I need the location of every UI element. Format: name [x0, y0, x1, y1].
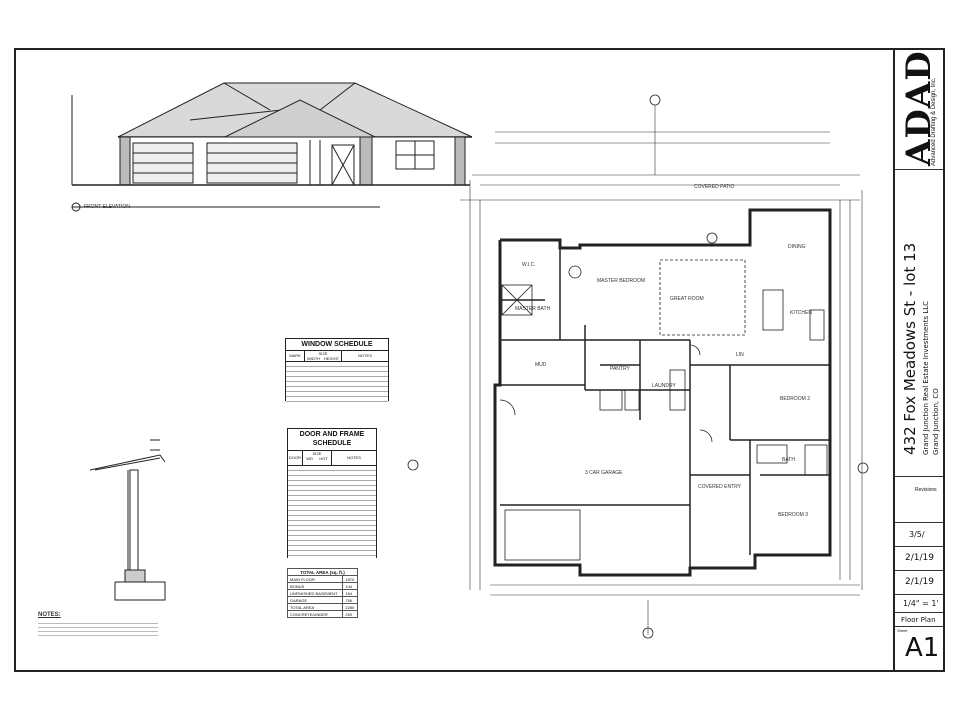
- window-schedule-title: WINDOW SCHEDULE: [286, 339, 388, 351]
- drawing-sheet-border: [14, 48, 945, 672]
- door-schedule-subheader-wd: WD: [306, 456, 313, 461]
- date-1: 3/5/: [909, 530, 925, 539]
- area-row-value: 756: [342, 596, 358, 604]
- sheet-number: A1: [905, 633, 940, 663]
- area-row-label: BONUS: [286, 582, 344, 590]
- window-schedule-header-notes: NOTES: [358, 353, 372, 358]
- title-block-logo-cell: ADAD Advanced Drafting & Design, Inc.: [895, 50, 943, 170]
- door-schedule-header-notes: NOTES: [347, 455, 361, 460]
- room-label-wic: W.I.C.: [522, 262, 536, 268]
- firm-name: Advanced Drafting & Design, Inc.: [931, 77, 937, 166]
- title-block-sheet-number-cell: Sheet A1: [895, 627, 943, 670]
- title-block-scale-cell: 1/4" = 1': [895, 595, 943, 613]
- wall-section-detail: [89, 439, 166, 601]
- title-block-sheet-name-cell: Floor Plan: [895, 613, 943, 627]
- room-label-linen: LIN: [736, 352, 744, 358]
- room-label-covered-patio: COVERED PATIO: [694, 184, 735, 190]
- door-schedule-title: DOOR AND FRAME SCHEDULE: [288, 429, 376, 451]
- front-elevation-drawing: [71, 82, 473, 212]
- window-schedule-subheader-height: HEIGHT: [323, 356, 340, 361]
- window-schedule-rows: [286, 362, 388, 402]
- window-schedule-header-size: SIZE WIDTH HEIGHT: [305, 351, 342, 361]
- date-3: 2/1/19: [905, 577, 934, 587]
- window-schedule-table: WINDOW SCHEDULE MARK SIZE WIDTH HEIGHT N…: [285, 338, 389, 402]
- room-label-garage: 3 CAR GARAGE: [585, 470, 623, 476]
- room-label-dining: DINING: [788, 244, 806, 250]
- project-location: Grand Junction, CO: [932, 388, 940, 455]
- sheet-label: Sheet: [897, 628, 908, 633]
- room-label-great-room: GREAT ROOM: [670, 296, 704, 302]
- area-row-value: 164: [342, 589, 358, 597]
- area-row-value: 2280: [342, 603, 358, 611]
- area-row-value: 144: [342, 582, 358, 590]
- notes-text-block: [38, 620, 158, 638]
- door-schedule-table: DOOR AND FRAME SCHEDULE DOOR SIZE WD HGT…: [287, 428, 377, 558]
- title-block-revisions-cell: Revisions: [895, 477, 943, 523]
- area-row-value: 1870: [342, 575, 358, 583]
- door-schedule-header-row: DOOR SIZE WD HGT NOTES: [288, 451, 376, 466]
- title-block-date-cell-1: 3/5/: [895, 523, 943, 547]
- floor-plan-drawing: [407, 94, 869, 639]
- room-label-laundry: LAUNDRY: [652, 383, 676, 389]
- window-schedule-subheader-width: WIDTH: [306, 356, 321, 361]
- door-schedule-header-size: SIZE WD HGT: [303, 451, 332, 465]
- area-row-label: TOTAL AREA: [286, 603, 344, 611]
- area-row-label: UNFINISHED BASEMENT: [286, 589, 344, 597]
- window-schedule-header-mark: MARK: [286, 351, 305, 361]
- notes-title: NOTES:: [38, 612, 61, 618]
- room-label-bedroom-2: BEDROOM 2: [780, 396, 811, 402]
- title-block-date-cell-2: 2/1/19: [895, 547, 943, 571]
- room-label-master-bedroom: MASTER BEDROOM: [597, 278, 646, 284]
- door-schedule-subheader-hgt: HGT: [319, 456, 328, 461]
- title-block-date-cell-3: 2/1/19: [895, 571, 943, 595]
- window-schedule-header-size-label: SIZE: [318, 351, 328, 356]
- window-schedule-header-row: MARK SIZE WIDTH HEIGHT NOTES: [286, 351, 388, 362]
- door-schedule-header-door: DOOR: [288, 451, 303, 465]
- area-row-label: CONCRETE/UNDER: [286, 610, 344, 618]
- sheet-name: Floor Plan: [901, 616, 936, 624]
- room-label-bedroom-3: BEDROOM 3: [778, 512, 809, 518]
- room-label-kitchen: KITCHEN: [790, 310, 812, 316]
- room-label-mud: MUD: [535, 362, 547, 368]
- project-title: 432 Fox Meadows St - lot 13: [901, 242, 919, 455]
- door-schedule-rows: [288, 466, 376, 558]
- date-2: 2/1/19: [905, 553, 934, 563]
- room-label-master-bath: MASTER BATH: [515, 306, 551, 312]
- front-elevation-label: FRONT ELEVATION: [84, 204, 130, 210]
- area-row-label: MAIN FLOOR: [286, 575, 344, 583]
- client-name: Grand Junction Real Estate Investments L…: [922, 300, 930, 455]
- room-label-pantry: PANTRY: [610, 366, 630, 372]
- room-label-bath: BATH: [782, 457, 795, 463]
- drawing-scale: 1/4" = 1': [903, 599, 939, 608]
- area-row-value: 253: [342, 610, 358, 618]
- area-row-label: GARAGE: [286, 596, 344, 604]
- revisions-label: Revisions: [915, 487, 937, 493]
- total-area-title: TOTAL AREA (sq. ft.): [287, 568, 358, 576]
- title-block-project-cell: 432 Fox Meadows St - lot 13 Grand Juncti…: [895, 170, 943, 477]
- door-schedule-header-size-label: SIZE: [312, 451, 322, 456]
- room-label-covered-entry: COVERED ENTRY: [698, 484, 741, 490]
- title-block: ADAD Advanced Drafting & Design, Inc. 43…: [893, 50, 943, 670]
